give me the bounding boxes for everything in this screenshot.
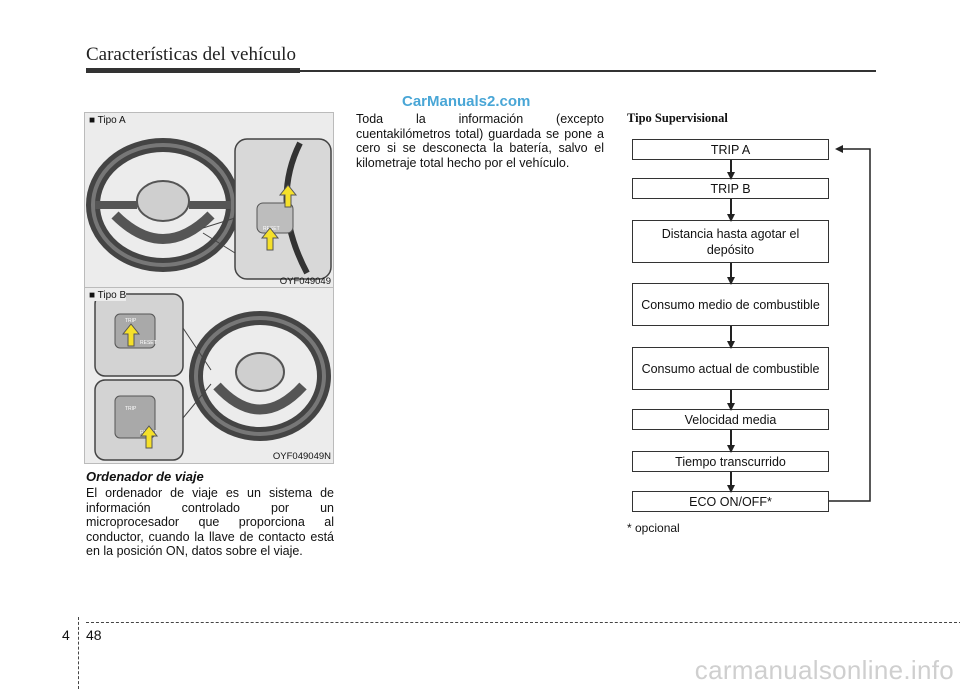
trip-button-label-upper: TRIP [125, 318, 137, 324]
figure-type-a: RESET ■ Tipo A OYF049049 [84, 112, 334, 289]
steering-wheel-illustration-b: TRIP RESET TRIP RESET [85, 288, 333, 463]
watermark-bottom: carmanualsonline.info [695, 655, 954, 686]
figure-b-label: ■ Tipo B [89, 290, 126, 301]
header-rule [86, 70, 876, 72]
reset-info-paragraph: Toda la información (excepto cuentakilóm… [356, 112, 604, 170]
reset-button-label-upper: RESET [140, 340, 157, 346]
figure-type-b: TRIP RESET TRIP RESET ■ Tipo B OYF049049… [84, 287, 334, 464]
steering-wheel-illustration-a: RESET [85, 113, 333, 288]
footer-rule [86, 622, 960, 623]
watermark-top: CarManuals2.com [402, 93, 530, 110]
section-title-trip-computer: Ordenador de viaje [86, 469, 204, 484]
figure-b-code: OYF049049N [273, 451, 331, 462]
figure-a-code: OYF049049 [280, 276, 331, 287]
flow-arrows [620, 130, 890, 525]
page-number: 48 [86, 627, 102, 643]
page-header-title: Características del vehículo [86, 44, 296, 66]
chapter-number: 4 [62, 627, 70, 643]
figure-a-label: ■ Tipo A [89, 115, 126, 126]
trip-computer-description: El ordenador de viaje es un sistema de i… [86, 486, 334, 559]
flow-title: Tipo Supervisional [627, 111, 728, 126]
footer-divider [78, 617, 79, 689]
flow-footnote: * opcional [627, 521, 680, 535]
trip-button-label-lower: TRIP [125, 406, 137, 412]
